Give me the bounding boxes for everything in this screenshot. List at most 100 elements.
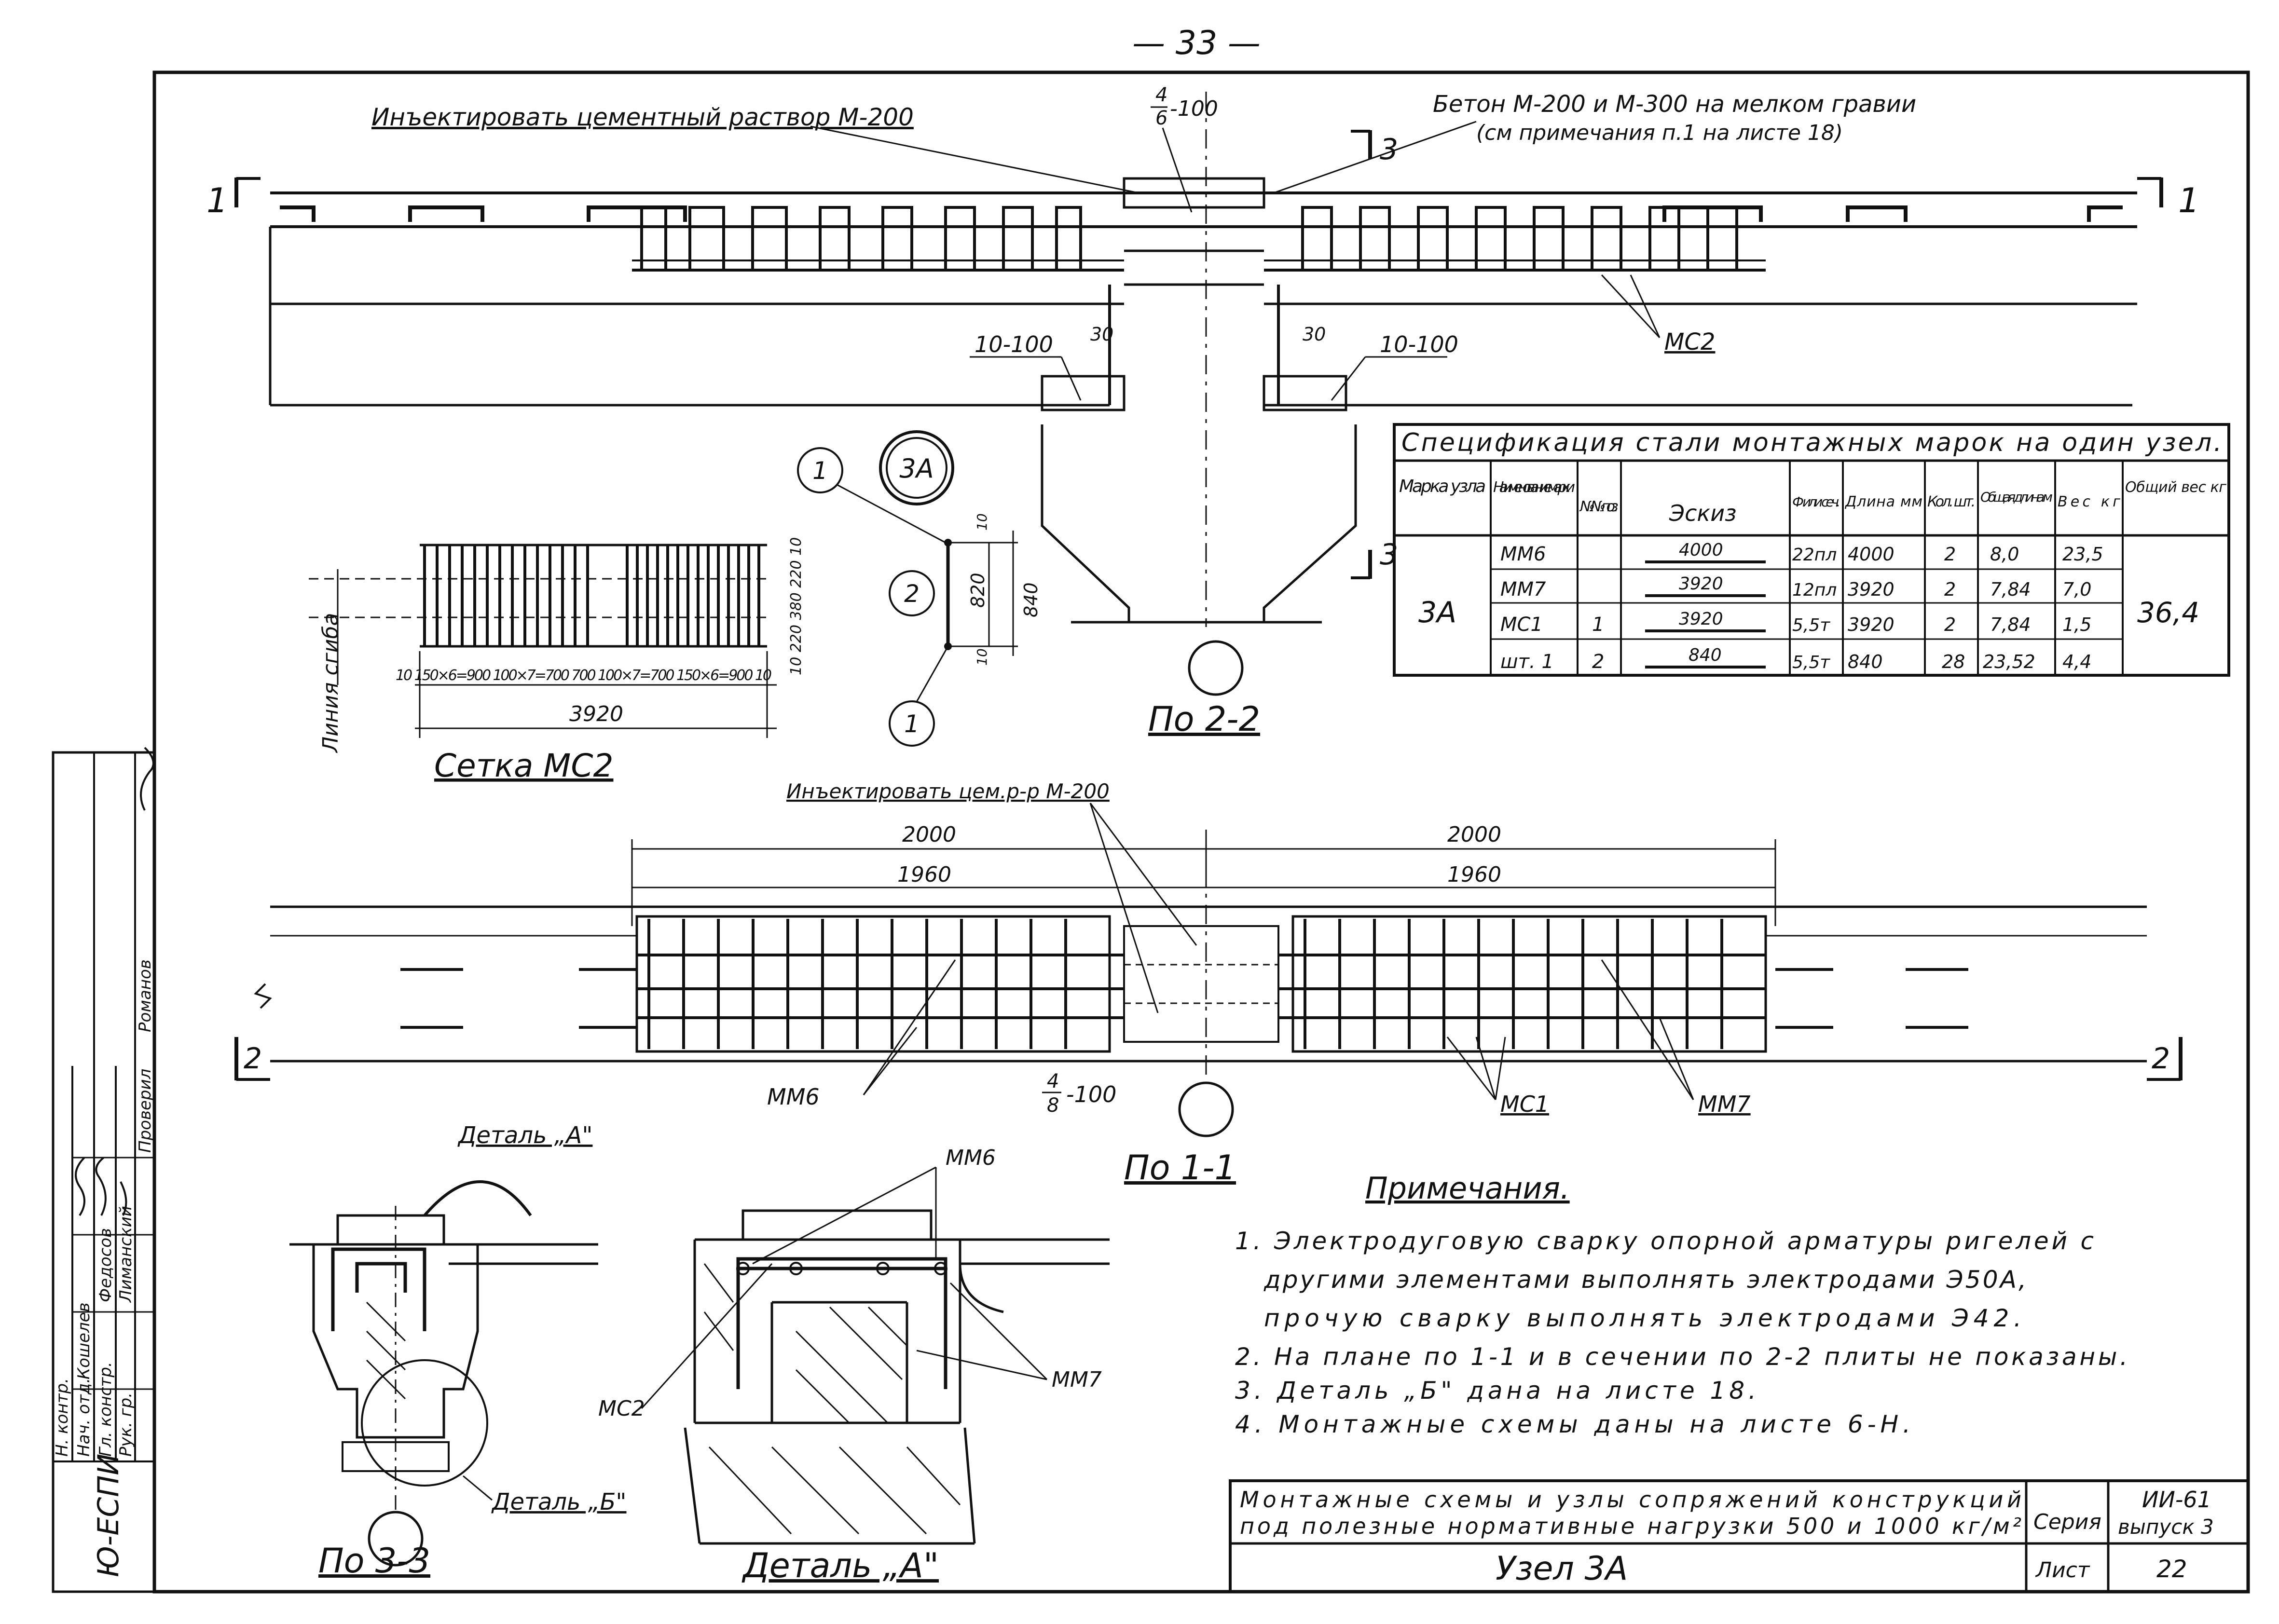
mesh-dims-row: 10 150×6=900 100×7=700 700 100×7=700 150… [396,667,772,684]
spec-row-weight: 4,4 [2062,651,2091,672]
section-3-top: 3 [1380,133,1398,166]
signature-mark [75,747,154,1216]
notes-heading: Примечания. [1365,1171,1570,1206]
spec-head-diam: Ф или сеч. [1792,494,1840,510]
plan-mm6-label: ММ6 [767,1084,820,1110]
top-weld-right: 10-100 [1380,331,1458,357]
title-series-label: Серия [2033,1510,2101,1534]
spec-row-diam: 5,5т [1792,615,1830,635]
spec-row-totlen: 23,52 [1983,651,2035,672]
spec-head-node: Марка узла [1399,477,1486,496]
top-grout-note: Инъектировать цементный раствор М-200 [371,103,914,131]
dim-10-top: 10 [974,513,990,531]
plan-dim-2000-left: 2000 [902,822,956,847]
spec-head-sketch: Эскиз [1669,500,1737,526]
mark-1-top: 1 [812,457,828,485]
spec-node: 3А [1418,596,1456,629]
mesh-bend-label: Линия сгиба [318,613,343,753]
notes: Примечания. 1. Электродуговую сварку опо… [1235,1171,2128,1438]
top-dim-left: 30 [1090,324,1113,345]
mesh-side-dims: 10 220 380 220 10 [788,537,805,675]
top-cage-right [1264,206,1766,272]
plan-weld-top: 4 [1047,1070,1059,1092]
detail-a: ММ6 ММ7 Деталь „А" [684,1146,1110,1585]
stamp-name: Кошелев [74,1302,94,1379]
section-2-2-title: По 2-2 [1148,699,1260,739]
top-weld-fraction-suffix: -100 [1170,96,1218,121]
stamp-role: Рук. гр. [116,1392,136,1457]
spec-row-totlen: 7,84 [1990,579,2031,600]
mark-1-bottom: 1 [904,710,920,738]
spec-head-weight: Вес кг [2058,493,2120,510]
section-2-left: 2 [244,1042,262,1076]
page-number: — 33 — [1132,24,1261,62]
plan-dim-2000-right: 2000 [1447,822,1501,847]
plan-mm7-label: ММ7 [1698,1091,1751,1117]
spec-head-length: Длина мм [1844,493,1922,510]
note-line: 1. Электродуговую сварку опорной арматур… [1235,1227,2094,1255]
spec-row-length: 3920 [1848,614,1895,635]
dim-10-bottom: 10 [974,648,990,666]
plan-dim-1960-left: 1960 [897,862,951,887]
plan-dim-1960-right: 1960 [1447,862,1501,887]
note-line: 4. Монтажные схемы даны на листе 6-Н. [1235,1410,1910,1438]
mark-2: 2 [904,580,920,608]
plan-weld-bottom: 8 [1047,1094,1059,1117]
stamp-name: Федосов [96,1228,115,1302]
stamp-role: Н. контр. [53,1378,72,1457]
spec-row-qty: 2 [1944,614,1956,635]
stamp-org: Ю-ЕСПИ [92,1454,125,1577]
spec-row-diam: 22пл [1792,545,1837,565]
spec-row-pos: 2 [1592,651,1604,673]
spec-row-totlen: 7,84 [1990,614,2031,635]
title-issue-value: выпуск 3 [2118,1515,2214,1539]
mesh-mc2-drawing: Линия сгиба 10 150×6=900 100×7=700 700 1… [309,537,805,784]
plan-mc1-label: МС1 [1500,1091,1549,1117]
spec-row-sketch: 3920 [1679,609,1723,629]
mesh-title: Сетка МС2 [434,747,613,784]
plan-1-1: Инъектировать цем.р-р М-200 2000 2000 19… [234,779,2183,1187]
spec-row-length: 4000 [1848,544,1895,565]
spec-row-length: 3920 [1848,579,1895,600]
plan-weld-suffix: -100 [1066,1081,1116,1107]
stamp-role: Гл. констр. [96,1362,115,1457]
plan-grout-note: Инъектировать цем.р-р М-200 [786,779,1110,803]
plan-title: По 1-1 [1124,1148,1236,1187]
top-weld-left: 10-100 [975,331,1053,357]
spec-head-qty: Кол. шт. [1927,493,1976,510]
note-line: 2. На плане по 1-1 и в сечении по 2-2 пл… [1235,1343,2128,1371]
top-concrete-note-1: Бетон М-200 и М-300 на мелком гравии [1433,91,1916,118]
spec-total-weight: 36,4 [2137,596,2199,629]
spec-head-totlen: Общая длина м [1980,489,2053,505]
title-sheet-label: Лист [2035,1558,2090,1583]
spec-head-totweight: Общий вес кг [2125,479,2226,496]
title-desc-2: под полезные нормативные нагрузки 500 и … [1240,1513,2021,1539]
detail-a-title: Деталь „А" [741,1546,939,1585]
spec-row-name: ММ7 [1500,578,1546,600]
spec-row-length: 840 [1848,651,1883,672]
spec-row-qty: 28 [1942,651,1965,672]
section-3-3-title: По 3-3 [318,1541,430,1581]
detail-a-mm7: ММ7 [1052,1367,1102,1392]
spec-row-name: шт. 1 [1500,651,1554,673]
dim-820: 820 [967,573,988,608]
section-2-2: 3А 1 2 1 820 840 10 10 По 2-2 [797,430,1260,747]
spec-row-diam: 5,5т [1792,653,1830,672]
spec-row-name: ММ6 [1500,543,1546,565]
top-weld-fraction-bottom: 6 [1155,107,1167,129]
detail-a-mm6: ММ6 [946,1146,996,1170]
spec-row-weight: 7,0 [2062,579,2091,600]
spec-row-pos: 1 [1592,614,1604,636]
stamp-name: Романов [136,959,155,1032]
top-cage-left [632,206,1124,272]
top-concrete-note-2: (см примечания п.1 на листе 18) [1476,121,1843,145]
section-3-3: Деталь „А" МС2 Деталь „Б" По 3-3 [289,1122,773,1581]
spec-row-sketch: 3920 [1679,574,1723,594]
title-series-value: ИИ-61 [2142,1487,2211,1513]
spec-row-name: МС1 [1500,614,1543,636]
stamp-name: Лиманский [116,1206,136,1303]
spec-row-weight: 1,5 [2062,614,2091,635]
top-mesh-label: МС2 [1664,328,1715,355]
stamp-role: Нач. отд. [74,1378,94,1457]
